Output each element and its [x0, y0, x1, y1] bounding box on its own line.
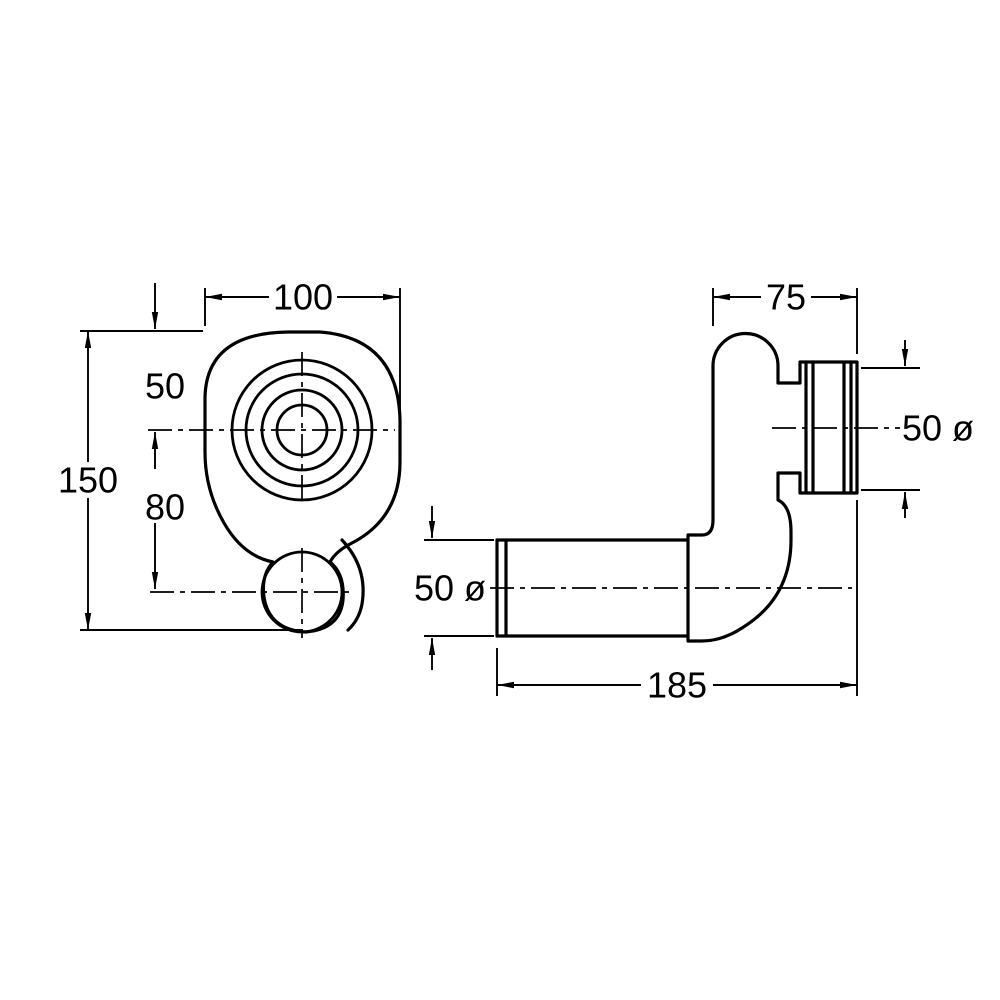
label-mask — [900, 410, 976, 446]
front-view — [148, 330, 402, 638]
dim-label-pipe-diameter: 50 ø — [414, 568, 486, 609]
label-mask — [761, 280, 811, 314]
dim-label-socket-diameter: 50 ø — [902, 408, 974, 449]
dim-label-front-offset-top: 50 — [145, 366, 185, 407]
front-view-dimensions: 100 50 80 150 — [54, 277, 401, 631]
label-mask — [269, 280, 337, 314]
label-mask — [54, 462, 122, 498]
dim-label-side-depth: 75 — [766, 277, 806, 318]
side-view — [490, 331, 975, 643]
label-mask — [412, 570, 488, 606]
elbow-edge-arc — [340, 538, 365, 632]
dim-label-front-width: 100 — [273, 277, 333, 318]
dim-label-front-offset-bottom: 80 — [145, 487, 185, 528]
body-and-elbow-outline — [686, 331, 859, 643]
label-mask — [641, 667, 713, 703]
dim-label-side-length: 185 — [647, 665, 707, 706]
dim-label-front-height: 150 — [58, 460, 118, 501]
side-view-dimensions: 75 50 ø 50 ø 185 — [412, 277, 976, 706]
